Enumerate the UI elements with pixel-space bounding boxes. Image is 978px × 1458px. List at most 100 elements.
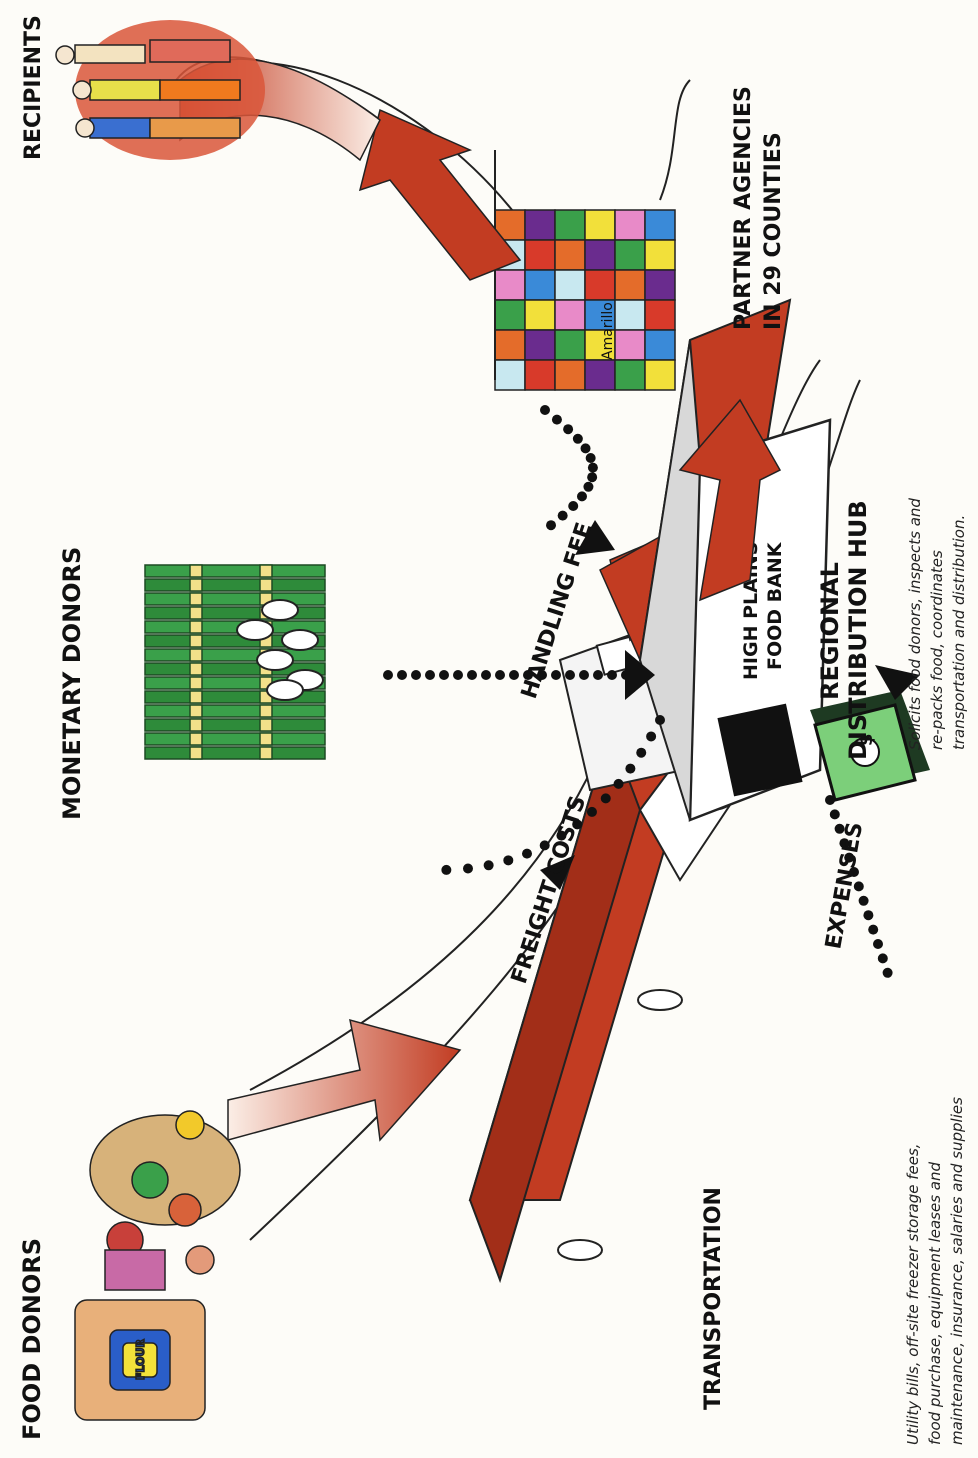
flow-dot xyxy=(593,670,603,680)
county-cell xyxy=(494,269,526,301)
flow-dot xyxy=(600,793,611,804)
money-bundle xyxy=(144,704,326,718)
flow-dot xyxy=(882,967,893,978)
flow-dot xyxy=(585,453,596,463)
flow-dot xyxy=(563,424,574,435)
label-recipients: RECIPIENTS xyxy=(21,15,46,160)
flow-dot xyxy=(877,953,888,964)
caption-hub-2: re-packs food, coordinates xyxy=(928,550,946,750)
flow-dot xyxy=(586,806,597,817)
flow-dot xyxy=(863,910,874,921)
flow-dot xyxy=(383,670,393,680)
label-monetary-donors: MONETARY DONORS xyxy=(58,547,86,820)
county-cell xyxy=(554,329,586,361)
dotted-flow-handling xyxy=(540,405,615,555)
dollar-sign: $ xyxy=(856,733,877,746)
label-food-donors: FOOD DONORS xyxy=(18,1238,46,1440)
money-bundle xyxy=(144,564,326,578)
flow-dot xyxy=(565,670,575,680)
county-cell xyxy=(584,329,616,361)
county-cell xyxy=(614,209,646,241)
flow-dot xyxy=(829,809,840,820)
county-cell xyxy=(614,329,646,361)
flow-dot xyxy=(613,778,624,789)
county-cell xyxy=(644,359,676,391)
flow-dot xyxy=(825,795,835,805)
flow-dot xyxy=(579,670,589,680)
flow-arrow-food-to-transport xyxy=(227,1018,462,1142)
flow-dot xyxy=(839,838,850,849)
money-bundle xyxy=(144,592,326,606)
recipients-people-icon xyxy=(55,39,241,139)
county-cell xyxy=(584,269,616,301)
flow-dot xyxy=(503,855,514,866)
county-cell xyxy=(614,269,646,301)
flow-dot xyxy=(539,840,550,851)
flow-arrow-hub-to-agencies xyxy=(678,398,782,602)
label-hub-2: DISTRIBUTION HUB xyxy=(844,500,872,760)
flow-dot xyxy=(425,670,435,680)
county-cell xyxy=(494,299,526,331)
flour-label: FLOUR xyxy=(134,1339,147,1380)
county-cell xyxy=(644,209,676,241)
flow-dot xyxy=(576,491,587,502)
county-cell xyxy=(584,239,616,271)
label-partner-agencies-2: IN 29 COUNTIES xyxy=(761,132,786,330)
caption-hub-1: Solicits food donors, inspects and xyxy=(906,498,924,750)
dotted-flow-monetary xyxy=(383,650,655,700)
flow-dot xyxy=(556,830,567,841)
food-bank-name-line2: FOOD BANK xyxy=(764,541,786,670)
flow-dot xyxy=(551,414,562,425)
caption-expenses-3: maintenance, insurance, salaries and sup… xyxy=(948,1097,966,1445)
flow-dot xyxy=(483,860,494,871)
flow-dot xyxy=(467,670,477,680)
money-bundle xyxy=(144,732,326,746)
flow-dot xyxy=(646,731,657,742)
food-basket-icon: FLOUR xyxy=(74,1110,241,1421)
flow-dot xyxy=(625,763,636,774)
county-cell xyxy=(524,209,556,241)
flow-dot xyxy=(858,895,869,906)
county-cell xyxy=(554,209,586,241)
flow-dot xyxy=(453,670,463,680)
flow-dot xyxy=(462,863,473,874)
dollar-bill-icon: $ xyxy=(810,690,930,802)
flow-dot xyxy=(572,433,583,444)
flow-dot xyxy=(441,864,452,875)
county-cell xyxy=(644,299,676,331)
flow-dot xyxy=(636,747,647,758)
county-cell xyxy=(644,269,676,301)
flow-dot xyxy=(557,510,568,521)
county-cell xyxy=(554,299,586,331)
county-cell xyxy=(644,329,676,361)
label-hub-1: REGIONAL xyxy=(816,562,844,700)
county-cell xyxy=(494,329,526,361)
flow-dot xyxy=(551,670,561,680)
county-cell xyxy=(524,359,556,391)
county-cell xyxy=(554,359,586,391)
county-cell xyxy=(614,359,646,391)
money-bundle xyxy=(144,578,326,592)
county-cell xyxy=(614,299,646,331)
dotted-flow-expenses xyxy=(825,665,920,978)
county-map-icon xyxy=(494,209,676,391)
flow-dot xyxy=(607,670,617,680)
money-bundle xyxy=(144,746,326,760)
flow-dot xyxy=(572,819,583,830)
county-cell xyxy=(554,239,586,271)
county-cell xyxy=(494,359,526,391)
flow-dot xyxy=(655,715,665,725)
county-cell xyxy=(524,329,556,361)
county-cell xyxy=(584,359,616,391)
flow-dot xyxy=(834,823,845,834)
flow-dot xyxy=(537,670,547,680)
flow-dot xyxy=(397,670,407,680)
label-partner-agencies-1: PARTNER AGENCIES xyxy=(731,86,756,330)
flow-dot xyxy=(481,670,491,680)
flow-dot xyxy=(411,670,421,680)
flow-dot xyxy=(873,939,883,949)
county-cell xyxy=(524,239,556,271)
flow-dot xyxy=(495,670,505,680)
dotted-flow-freight xyxy=(441,715,665,890)
